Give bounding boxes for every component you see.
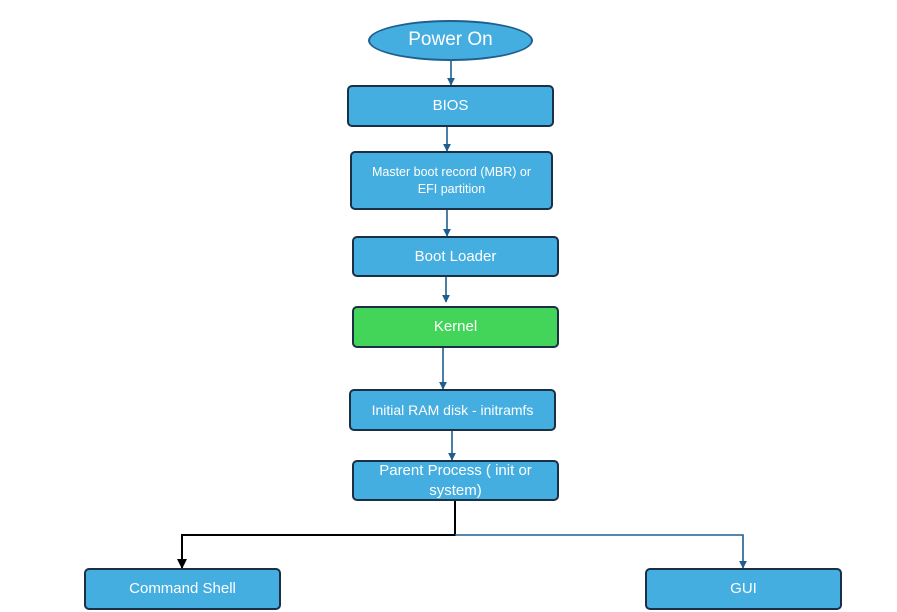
node-kernel: Kernel xyxy=(352,306,559,348)
arrow-parent-to-command-shell xyxy=(177,501,456,569)
node-mbr-label: Master boot record (MBR) or EFI partitio… xyxy=(371,164,532,196)
node-bios-label: BIOS xyxy=(432,97,469,115)
node-mbr: Master boot record (MBR) or EFI partitio… xyxy=(350,151,553,210)
node-power-on-label: Power On xyxy=(408,29,493,51)
node-initramfs-label: Initial RAM disk - initramfs xyxy=(371,401,534,418)
node-command-shell: Command Shell xyxy=(84,568,281,610)
node-parent-process-label: Parent Process ( init or system) xyxy=(379,462,532,499)
node-kernel-label: Kernel xyxy=(433,318,478,336)
node-initramfs: Initial RAM disk - initramfs xyxy=(349,389,556,431)
node-gui-label: GUI xyxy=(730,580,757,598)
arrow-parent-to-gui xyxy=(455,534,747,569)
node-power-on: Power On xyxy=(368,20,533,61)
node-boot-loader: Boot Loader xyxy=(352,236,559,277)
node-gui: GUI xyxy=(645,568,842,610)
node-boot-loader-label: Boot Loader xyxy=(414,247,497,265)
node-command-shell-label: Command Shell xyxy=(129,580,236,598)
node-bios: BIOS xyxy=(347,85,554,127)
node-parent-process: Parent Process ( init or system) xyxy=(352,460,559,501)
